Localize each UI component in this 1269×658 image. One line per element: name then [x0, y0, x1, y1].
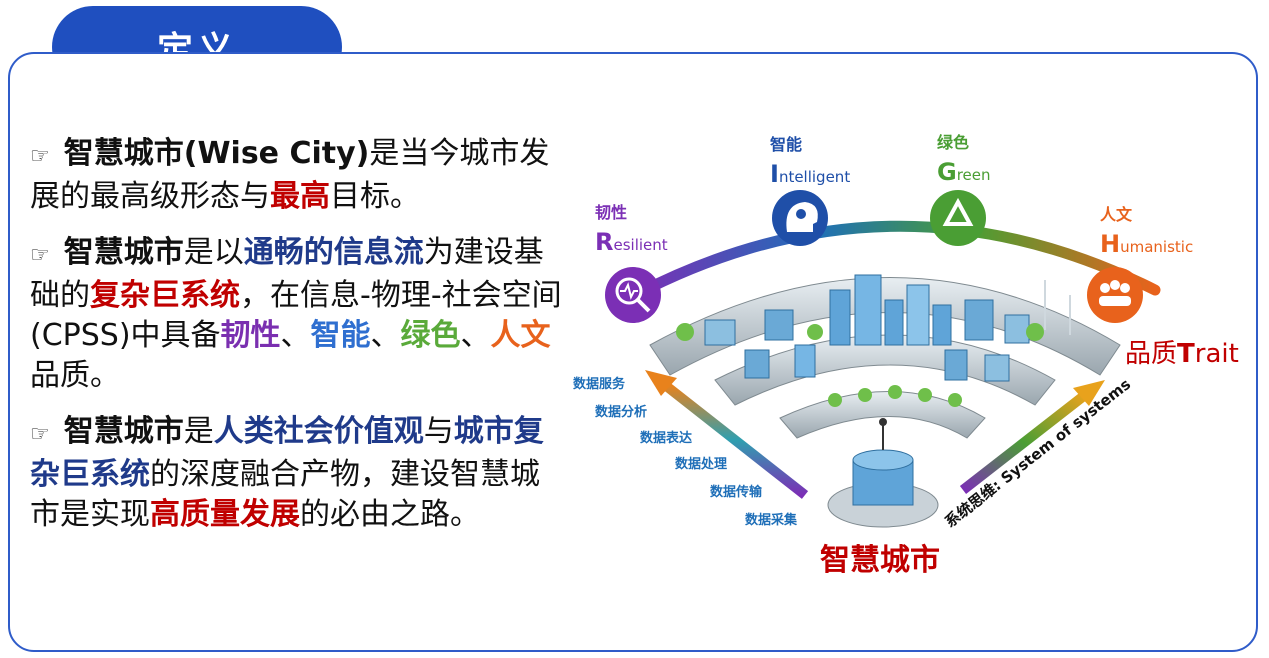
bullet-3-text2: 与 — [423, 414, 454, 449]
bullet-2-text3: ，在信息-物理-社会空间(CPSS)中具备 — [30, 278, 562, 353]
bullet-1-text: 是当今城市发展的最高级形态与 — [30, 136, 550, 214]
bullet-3-values: 人类社会价值观 — [213, 414, 424, 449]
bullet-2: ☞ 智慧城市是以通畅的信息流为建设基础的复杂巨系统，在信息-物理-社会空间(CPS… — [30, 233, 565, 396]
bullet-2-sep1: 、 — [280, 318, 311, 353]
bullet-3-text: 是 — [183, 414, 214, 449]
data-flow-arrowhead — [645, 370, 677, 396]
bullet-2-info-flow: 通畅的信息流 — [243, 235, 424, 270]
trait-humanistic-cn: 人文 — [1100, 205, 1133, 224]
trait-humanistic-en: Humanistic — [1100, 230, 1193, 258]
trait-intelligent-cn: 智能 — [770, 135, 802, 154]
bullet-1: ☞ 智慧城市(Wise City)是当今城市发展的最高级形态与最高目标。 — [30, 134, 565, 217]
bullet-2-green: 绿色 — [400, 318, 461, 353]
head-gears-icon — [772, 190, 828, 246]
pointing-hand-icon: ☞ — [30, 243, 50, 268]
bullet-2-resilient: 韧性 — [220, 318, 281, 353]
center-label: 智慧城市 — [820, 543, 940, 578]
definition-text: ☞ 智慧城市(Wise City)是当今城市发展的最高级形态与最高目标。 ☞ 智慧城… — [30, 134, 565, 551]
bullet-2-sep2: 、 — [370, 318, 401, 353]
bullet-3-high-quality: 高质量发展 — [150, 497, 300, 532]
data-step-service: 数据服务 — [573, 376, 626, 392]
magnifier-pulse-icon — [605, 267, 661, 323]
trait-intelligent-en: Intelligent — [770, 160, 850, 188]
bullet-3-complex-system: 城市复杂巨系统 — [30, 414, 544, 492]
bullet-3: ☞ 智慧城市是人类社会价值观与城市复杂巨系统的深度融合产物，建设智慧城市是实现高质… — [30, 412, 565, 535]
content-frame — [8, 52, 1258, 652]
smart-city-svg: 韧性 Resilient 智能 Intelligent 绿色 Green 人文 … — [573, 133, 1239, 578]
people-group-icon — [1087, 267, 1143, 323]
bullet-2-sep3: 、 — [460, 318, 491, 353]
data-flow-arrow — [661, 381, 809, 499]
trait-green-en: Green — [937, 158, 991, 186]
pointing-hand-icon: ☞ — [30, 422, 50, 447]
data-step-processing: 数据处理 — [675, 456, 727, 472]
center-hub — [827, 418, 939, 528]
bullet-2-end: 品质。 — [30, 358, 120, 393]
data-step-expression: 数据表达 — [640, 430, 692, 446]
data-step-analysis: 数据分析 — [595, 404, 647, 420]
bullet-3-text3: 的深度融合产物，建设智慧城市是实现 — [30, 457, 540, 532]
trait-arc — [629, 220, 1161, 301]
trait-resilient-cn: 韧性 — [595, 203, 627, 222]
bullet-2-humanistic: 人文 — [490, 318, 551, 353]
pointing-hand-icon: ☞ — [30, 144, 50, 169]
data-step-transmission: 数据传输 — [710, 484, 763, 500]
city-buildings — [676, 274, 1071, 407]
system-arrow — [959, 391, 1089, 494]
bullet-2-complex-system: 复杂巨系统 — [90, 278, 240, 313]
data-step-collection: 数据采集 — [745, 512, 798, 528]
recycle-icon — [930, 190, 986, 246]
smart-city-diagram: 韧性 Resilient 智能 Intelligent 绿色 Green 人文 … — [565, 100, 1265, 650]
trait-quality-label: 品质Trait — [1125, 339, 1239, 369]
bullet-2-text2: 为建设基础的 — [30, 235, 544, 313]
bullet-1-highlight: 最高 — [270, 179, 330, 214]
trait-resilient-en: Resilient — [595, 228, 668, 256]
bullet-2-intelligent: 智能 — [310, 318, 371, 353]
bullet-1-end: 目标。 — [330, 179, 420, 214]
bullet-2-term: 智慧城市 — [63, 235, 184, 270]
bullet-3-end: 的必由之路。 — [300, 497, 480, 532]
system-arrowhead — [1073, 380, 1105, 406]
bullet-2-text: 是以 — [183, 235, 244, 270]
bullet-3-term: 智慧城市 — [63, 414, 184, 449]
trait-green-cn: 绿色 — [937, 133, 969, 152]
bullet-1-term: 智慧城市(Wise City) — [63, 136, 370, 171]
